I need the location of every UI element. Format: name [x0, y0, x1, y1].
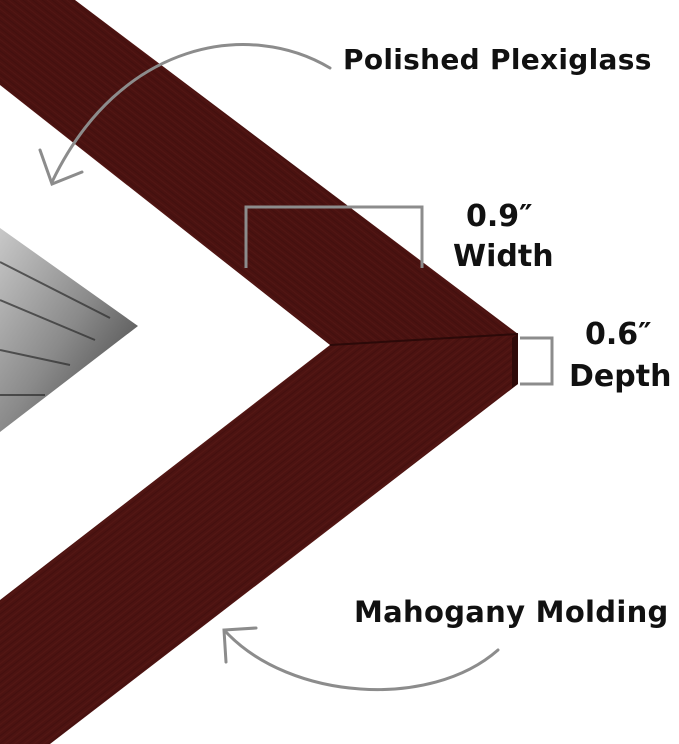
width-bracket-icon	[244, 205, 424, 268]
frame-depth-face	[512, 334, 518, 388]
label-depth-value: 0.6″	[585, 317, 652, 352]
label-polished-plexiglass: Polished Plexiglass	[343, 43, 652, 76]
mat-board	[0, 85, 330, 600]
label-width-text: Width	[453, 239, 554, 274]
label-mahogany-molding: Mahogany Molding	[354, 595, 669, 629]
frame-top-rail	[0, 0, 518, 345]
frame-bottom-rail	[0, 334, 518, 744]
curved-arrow-icon	[222, 626, 500, 691]
miter-seam	[329, 333, 519, 346]
curved-arrow-icon	[38, 43, 332, 186]
label-width-value: 0.9″	[466, 199, 533, 234]
photo-detail	[0, 261, 111, 396]
depth-bracket-icon	[520, 336, 554, 386]
label-depth-text: Depth	[569, 359, 672, 394]
